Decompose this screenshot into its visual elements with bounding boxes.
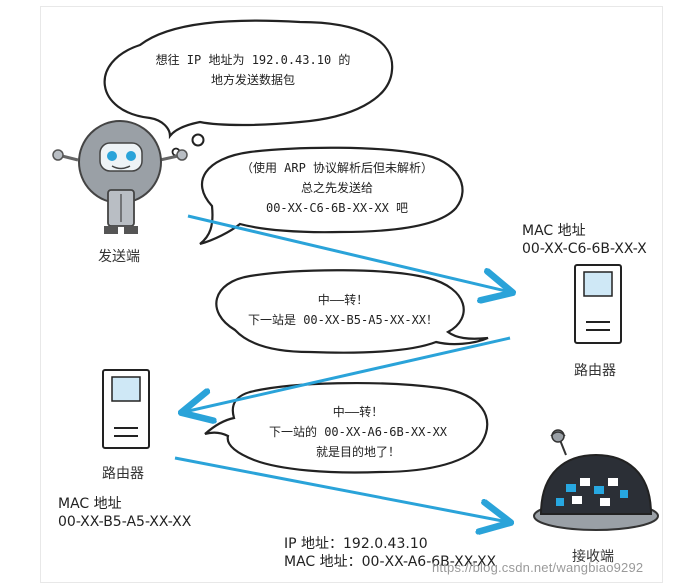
- receiver-robot-icon: [533, 429, 659, 531]
- router-left-relay-text: 中——转！ 下一站的 00-XX-A6-6B-XX-XX 就是目的地了！: [238, 402, 478, 462]
- receiver-mac-line: MAC 地址：00-XX-A6-6B-XX-XX: [284, 554, 497, 570]
- router-right-icon: [574, 264, 622, 344]
- arrow-sender-to-router: [187, 214, 510, 292]
- router-left-relay-bubble: [204, 381, 489, 474]
- router-right-relay-line-1: 中——转！: [317, 293, 369, 307]
- receiver-ip-line: IP 地址：192.0.43.10: [284, 536, 428, 552]
- router-right-relay-text: 中——转！ 下一站是 00-XX-B5-A5-XX-XX！: [218, 290, 468, 330]
- sender-thought-line-1: 想往 IP 地址为 192.0.43.10 的: [155, 53, 351, 67]
- sender-thought-text: 想往 IP 地址为 192.0.43.10 的 地方发送数据包: [118, 50, 388, 90]
- router-right-mac-title: MAC 地址: [522, 223, 586, 239]
- sender-thought-bubble: [103, 19, 394, 157]
- sender-arp-bubble: [199, 146, 464, 246]
- router-left-mac-block: MAC 地址 00-XX-B5-A5-XX-XX: [58, 495, 191, 531]
- router-right-relay-line-2: 下一站是 00-XX-B5-A5-XX-XX！: [247, 313, 439, 327]
- watermark: https://blog.csdn.net/wangbiao9292: [432, 560, 644, 575]
- router-left-relay-line-2: 下一站的 00-XX-A6-6B-XX-XX: [268, 425, 448, 439]
- receiver-address-block: IP 地址：192.0.43.10 MAC 地址：00-XX-A6-6B-XX-…: [284, 535, 496, 571]
- router-left-mac-value: 00-XX-B5-A5-XX-XX: [58, 514, 192, 530]
- router-right-label: 路由器: [574, 363, 616, 379]
- sender-arp-line-2: 总之先发送给: [300, 181, 373, 195]
- arrow-router-to-router: [184, 336, 511, 412]
- figure-frame: [40, 6, 663, 583]
- router-right-mac-block: MAC 地址 00-XX-C6-6B-XX-X: [522, 222, 684, 258]
- router-right-relay-bubble: [215, 269, 489, 354]
- router-left-label: 路由器: [102, 466, 144, 482]
- sender-label: 发送端: [98, 249, 140, 265]
- router-left-relay-line-3: 就是目的地了！: [315, 445, 400, 459]
- router-left-mac-title: MAC 地址: [58, 496, 122, 512]
- router-left-icon: [102, 369, 150, 449]
- sender-arp-text: （使用 ARP 协议解析后但未解析） 总之先发送给 00-XX-C6-6B-XX…: [212, 158, 462, 218]
- receiver-label: 接收端: [572, 549, 614, 565]
- sender-robot-icon: [52, 120, 188, 234]
- sender-arp-line-1: （使用 ARP 协议解析后但未解析）: [240, 161, 434, 175]
- router-right-mac-value: 00-XX-C6-6B-XX-X: [522, 241, 647, 257]
- arrow-router-to-receiver: [174, 456, 508, 522]
- sender-thought-line-2: 地方发送数据包: [210, 73, 295, 87]
- router-left-relay-line-1: 中——转！: [332, 405, 384, 419]
- sender-arp-line-3: 00-XX-C6-6B-XX-XX 吧: [265, 201, 409, 215]
